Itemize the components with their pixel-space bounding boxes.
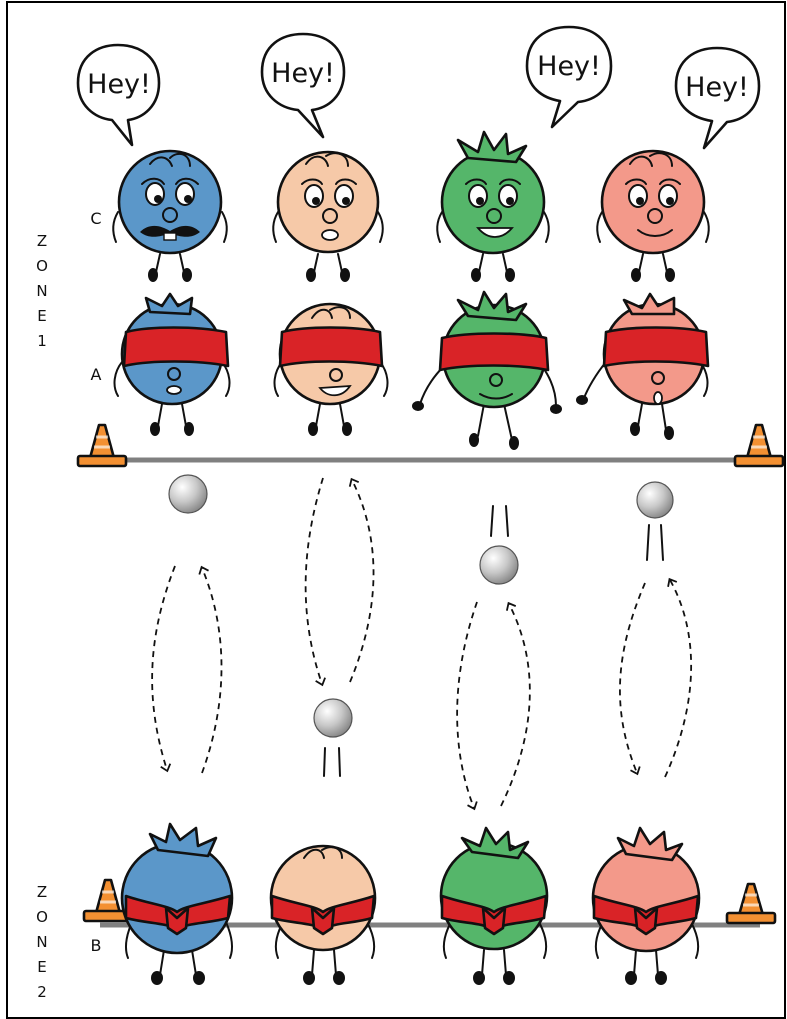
ball-icon [313, 698, 353, 738]
speech-text-2: Hey! [271, 58, 335, 89]
row-label-b: B [91, 936, 102, 955]
character-b4 [591, 826, 701, 985]
speech-bubble-4: Hey! [674, 46, 761, 150]
ball-icon [168, 474, 208, 514]
character-b1 [120, 822, 234, 985]
zone-2-letter: E [37, 958, 46, 976]
character-a4 [576, 292, 710, 440]
zone-1-letter: O [36, 257, 48, 275]
motion-lines [323, 505, 664, 777]
speech-text-4: Hey! [685, 72, 749, 103]
character-b3 [439, 826, 549, 985]
throw-arrow-icon [500, 601, 531, 807]
character-a1 [113, 292, 231, 436]
zone-1-letter: E [37, 307, 46, 325]
cone-icon [76, 423, 128, 468]
throw-arrow-icon [664, 577, 692, 778]
zone-2-letter: Z [37, 883, 47, 901]
zone-1-letter: Z [37, 232, 47, 250]
throw-arrow-icon [456, 601, 478, 811]
row-label-a: A [91, 365, 102, 384]
character-a3 [412, 290, 562, 450]
character-c3 [436, 130, 550, 282]
cone-icon [725, 882, 777, 925]
zone-2-letter: N [36, 933, 47, 951]
throw-arrow-icon [304, 477, 326, 687]
character-a2 [273, 302, 389, 436]
zone-1-letter: N [36, 282, 47, 300]
character-c4 [596, 149, 710, 282]
ball-icon [479, 545, 519, 585]
zone-2-label: Z O N E 2 [36, 883, 48, 1001]
zone-2-letter: O [36, 908, 48, 926]
character-c1 [112, 149, 228, 282]
ball-icon [636, 481, 674, 519]
cone-icon [733, 423, 785, 468]
character-b2 [269, 844, 377, 985]
speech-text-3: Hey! [537, 51, 601, 82]
speech-bubble-3: Hey! [525, 25, 613, 129]
speech-text-1: Hey! [87, 69, 151, 100]
speech-bubble-1: Hey! [76, 43, 161, 147]
zone-1-letter: 1 [37, 332, 47, 350]
character-c2 [272, 150, 384, 282]
zone-1-label: Z O N E 1 [36, 232, 48, 350]
row-label-c: C [90, 209, 101, 228]
throw-arrow-icon [198, 565, 223, 774]
cone-icon [82, 878, 134, 923]
zone-2-letter: 2 [37, 983, 47, 1001]
speech-bubble-2: Hey! [260, 32, 346, 139]
